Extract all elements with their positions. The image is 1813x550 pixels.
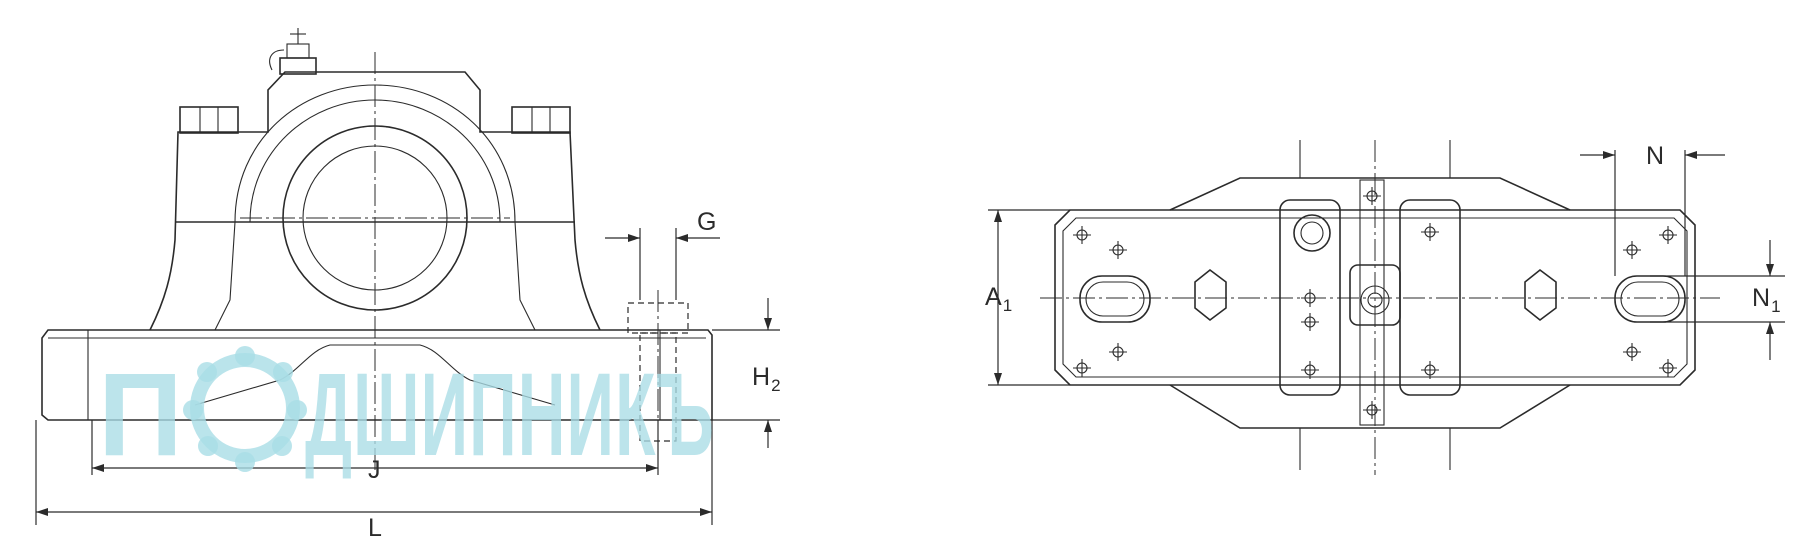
dimension-h2: H2 bbox=[712, 298, 781, 448]
top-housing-lower bbox=[1169, 384, 1571, 429]
watermark-bearing-icon bbox=[183, 346, 307, 472]
front-view: G H2 J L bbox=[35, 28, 781, 542]
dimension-n: N bbox=[1580, 142, 1725, 276]
label-j: J bbox=[368, 456, 381, 484]
watermark-text-right: ДШИПНИКЪ bbox=[305, 349, 715, 481]
housing-base bbox=[41, 329, 713, 421]
watermark-text-left: П bbox=[98, 349, 185, 481]
label-g: G bbox=[697, 208, 716, 236]
top-housing-upper bbox=[1169, 177, 1571, 211]
hex-bolt-left bbox=[1194, 268, 1227, 322]
dimension-l: L bbox=[35, 420, 713, 542]
dimension-n1: N1 bbox=[1650, 240, 1785, 360]
watermark-logo: П ДШИПНИКЪ bbox=[98, 346, 715, 481]
top-view: A1 N N1 bbox=[985, 140, 1785, 475]
label-n1: N1 bbox=[1752, 284, 1781, 316]
dimension-g: G bbox=[605, 208, 720, 300]
dimension-a1: A1 bbox=[985, 209, 1070, 386]
label-h2: H2 bbox=[752, 363, 781, 395]
mounting-slot-left bbox=[1079, 275, 1151, 323]
label-n: N bbox=[1646, 142, 1664, 170]
label-l: L bbox=[368, 514, 382, 542]
dimension-j: J bbox=[91, 420, 659, 484]
cap-bolt-left bbox=[179, 106, 239, 134]
grease-nipple bbox=[269, 28, 317, 75]
mounting-slot-right bbox=[1614, 275, 1686, 323]
label-a1: A1 bbox=[985, 283, 1012, 315]
cap-bolt-right bbox=[511, 106, 571, 134]
hex-bolt-right bbox=[1524, 268, 1557, 322]
